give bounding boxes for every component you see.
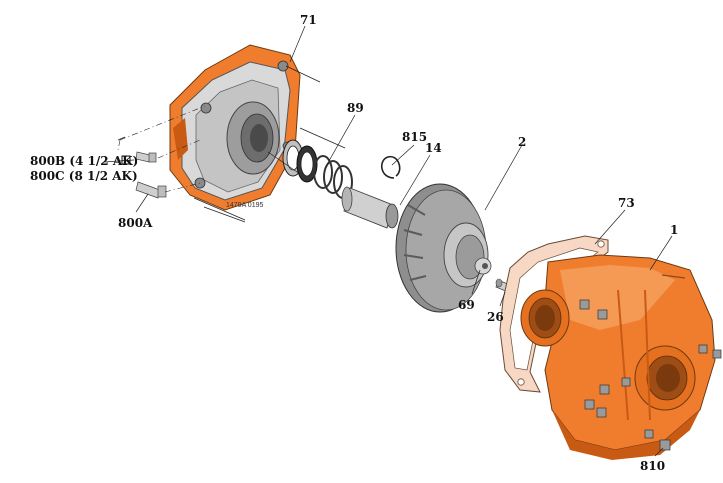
bolt-part-800a <box>135 181 167 199</box>
shaft-sleeve-part-14 <box>341 186 399 229</box>
label-14: 14 <box>425 141 442 155</box>
label-1: 1 <box>670 223 678 237</box>
impeller-part-2 <box>395 183 492 313</box>
label-73: 73 <box>618 196 635 210</box>
label-71: 71 <box>300 13 317 27</box>
label-26: 26 <box>487 310 504 324</box>
assembly-centerlines <box>117 105 206 193</box>
snap-ring-part-815 <box>381 155 401 179</box>
part-labels: 71 89 815 14 2 73 1 69 26 810 800A 800B … <box>30 13 678 473</box>
label-815: 815 <box>402 130 427 144</box>
label-800b: 800B (4 1/2 AK) <box>30 154 138 168</box>
bolt-part-800b <box>135 151 157 163</box>
label-69: 69 <box>458 298 475 312</box>
adapter-bracket-part-71 <box>169 44 301 211</box>
label-810: 810 <box>640 459 665 473</box>
leader-lines <box>103 25 673 457</box>
mechanical-seal-part-89 <box>282 139 353 199</box>
pump-casing-part-1 <box>520 254 722 460</box>
label-800c: 800C (8 1/2 AK) <box>30 169 138 183</box>
label-2: 2 <box>518 135 526 149</box>
label-800a: 800A <box>118 216 153 230</box>
label-89: 89 <box>347 101 364 115</box>
label-800b-box <box>121 155 131 165</box>
drain-plug-part-810 <box>659 439 671 451</box>
drawing-code: 1479A 0195 <box>226 202 263 209</box>
